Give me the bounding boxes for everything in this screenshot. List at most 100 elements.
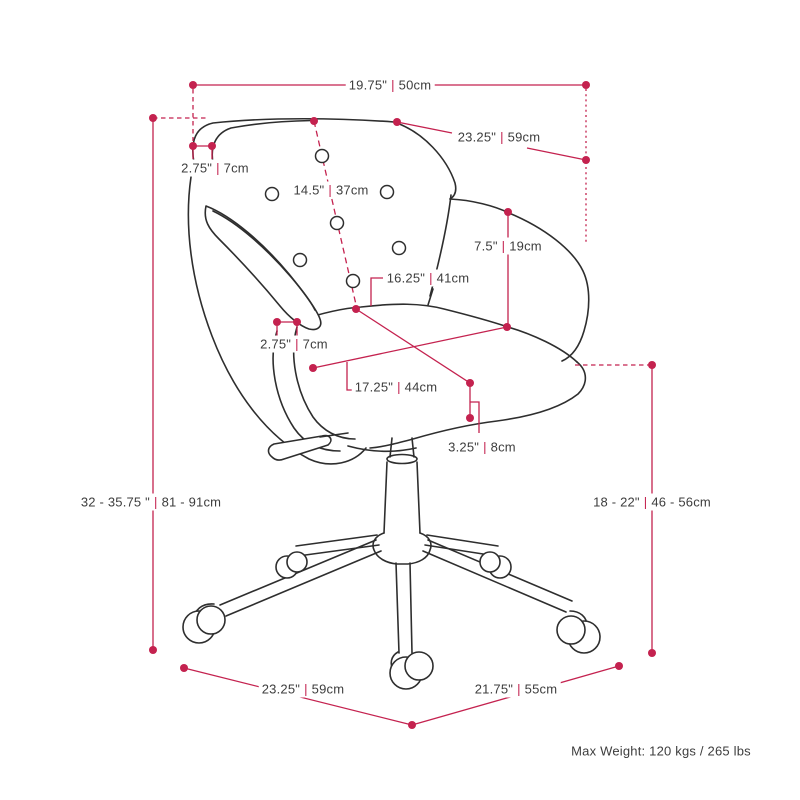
left-armrest	[204, 205, 322, 331]
leader-seat-thickness	[470, 401, 480, 433]
backrest-right-edge	[393, 121, 457, 200]
dim-separator: |	[397, 379, 401, 395]
dim-dot	[273, 318, 281, 326]
dim-dot	[180, 664, 188, 672]
spoke-back-left	[295, 534, 380, 557]
dim-cm: 59cm	[311, 681, 345, 697]
dimension-lines	[149, 81, 656, 729]
dim-separator: |	[643, 494, 648, 510]
dim-inches: 19.75"	[348, 77, 388, 93]
dim-cm: 7cm	[223, 160, 249, 176]
dim-label-arm-to-seat: 7.5"|19cm	[471, 237, 545, 255]
dim-label-top-width: 19.75"|50cm	[345, 76, 435, 94]
dim-dot	[648, 361, 656, 369]
dim-cm: 41cm	[436, 270, 470, 286]
dim-inches: 2.75"	[181, 160, 213, 176]
dim-dot	[310, 117, 318, 125]
tuft-button	[379, 184, 395, 200]
dim-separator: |	[153, 494, 158, 510]
dim-label-base-width: 23.25"|59cm	[258, 680, 348, 698]
tuft-button	[314, 148, 330, 164]
caster-front-left-inner	[196, 605, 226, 635]
dim-label-back-thickness: 2.75"|7cm	[178, 159, 252, 177]
dim-separator: |	[429, 270, 433, 286]
max-weight-note: Max Weight: 120 kgs / 265 lbs	[571, 743, 751, 759]
dim-cm: 59cm	[507, 129, 541, 145]
dim-inches: 2.75"	[260, 336, 292, 352]
dim-cm: 37cm	[335, 182, 369, 198]
dim-cm: 19cm	[509, 238, 542, 254]
dim-dot	[293, 318, 301, 326]
dim-cm: 50cm	[398, 77, 432, 93]
dim-label-back-depth: 23.25"|59cm	[454, 128, 544, 146]
spoke-front-left	[219, 539, 382, 617]
tuft-button	[329, 215, 345, 231]
seat-notch	[427, 288, 434, 306]
dim-separator: |	[295, 336, 299, 352]
dim-dot	[466, 414, 474, 422]
left-armrest-seam	[212, 210, 316, 311]
dim-label-base-depth: 21.75"|55cm	[471, 680, 561, 698]
dim-dot	[504, 208, 512, 216]
dim-dot	[582, 156, 590, 164]
dim-cm: 7cm	[302, 336, 328, 352]
dim-label-seat-depth: 16.25"|41cm	[383, 269, 473, 287]
leader-seat-depth	[370, 277, 383, 306]
dim-inches: 7.5"	[474, 238, 498, 254]
gas-lift-stem	[389, 437, 415, 458]
dim-separator: |	[304, 681, 308, 697]
leader-back-depth	[396, 121, 587, 161]
dim-dot	[648, 649, 656, 657]
dim-dot	[309, 364, 317, 372]
dim-dot	[503, 323, 511, 331]
dim-dot	[189, 81, 197, 89]
dim-cm: 55cm	[524, 681, 558, 697]
dim-dot	[615, 662, 623, 670]
gas-lift-collar	[386, 453, 418, 465]
tilt-lever	[267, 434, 332, 461]
caster-back-right-inner	[479, 551, 501, 573]
dim-inches: 23.25"	[261, 681, 301, 697]
dim-label-back-height: 14.5"|37cm	[290, 181, 372, 199]
dim-dot	[466, 379, 474, 387]
dim-separator: |	[500, 129, 504, 145]
side-panel	[187, 176, 367, 465]
dim-separator: |	[328, 182, 332, 198]
dim-cm: 44cm	[404, 379, 438, 395]
dim-inches: 3.25"	[448, 439, 480, 455]
tilt-lever-arm	[319, 432, 349, 438]
under-seat-edge	[347, 445, 417, 452]
chair-drawing	[182, 117, 601, 690]
dim-dot	[189, 142, 197, 150]
dim-inches: 17.25"	[354, 379, 394, 395]
tuft-button	[345, 273, 361, 289]
dim-label-seat-height: 18 - 22"|46 - 56cm	[590, 493, 714, 511]
piping-seam-1	[272, 330, 341, 452]
caster-back-left-inner	[286, 551, 308, 573]
dim-dot	[208, 142, 216, 150]
dim-dot	[149, 114, 157, 122]
dim-inches: 18 - 22"	[593, 494, 640, 510]
caster-front-right-inner	[556, 615, 586, 645]
dim-label-seat-width: 17.25"|44cm	[351, 378, 441, 396]
right-armrest	[449, 198, 590, 362]
caster-front-center-inner	[404, 651, 434, 681]
spoke-front-center	[395, 562, 413, 654]
dim-inches: 23.25"	[457, 129, 497, 145]
leader-seat-width	[346, 362, 352, 391]
dim-label-arm-thickness: 2.75"|7cm	[257, 335, 331, 353]
dim-label-seat-thickness: 3.25"|8cm	[445, 438, 519, 456]
seat-top-edge	[297, 303, 578, 363]
dim-separator: |	[483, 439, 487, 455]
dim-dot	[393, 118, 401, 126]
tuft-buttons	[264, 148, 407, 289]
dim-cm: 81 - 91cm	[161, 494, 222, 510]
gas-lift-cylinder	[383, 461, 421, 534]
dim-cm: 46 - 56cm	[651, 494, 711, 510]
dim-separator: |	[517, 681, 521, 697]
dim-inches: 32 - 35.75 "	[80, 494, 150, 510]
tuft-button	[391, 240, 407, 256]
dim-cm: 8cm	[490, 439, 516, 455]
